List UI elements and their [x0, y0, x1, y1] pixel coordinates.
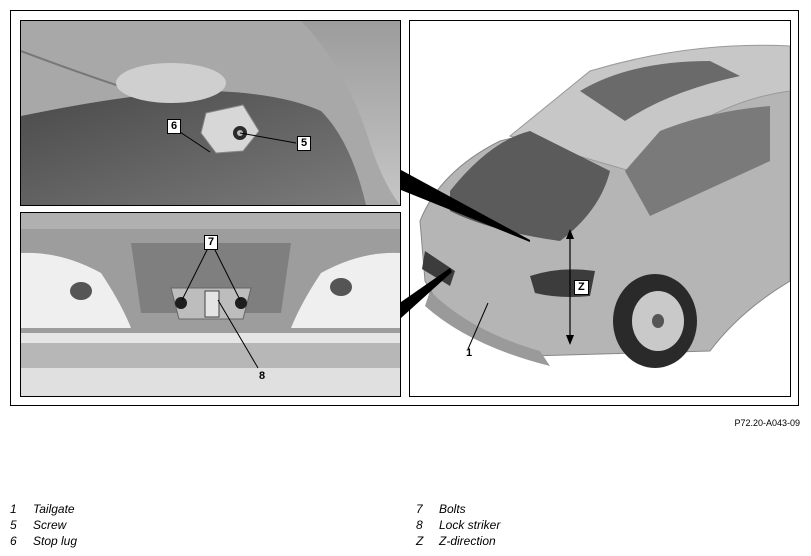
legend-text: Z-direction	[439, 534, 496, 548]
legend-item: 1 Tailgate	[10, 501, 77, 517]
callout-8: 8	[259, 370, 266, 382]
legend-number: 8	[416, 518, 423, 532]
vehicle-rear-illustration	[410, 21, 790, 396]
legend-number: 7	[416, 502, 423, 516]
legend-number: 1	[10, 502, 17, 516]
legend-text: Tailgate	[33, 502, 75, 516]
legend-text: Screw	[33, 518, 67, 532]
legend-item: 7 Bolts	[416, 501, 500, 517]
callout-6: 6	[167, 119, 182, 134]
stop-lug-illustration	[21, 21, 400, 205]
reference-code: P72.20-A043-09	[734, 418, 800, 428]
callout-5: 5	[297, 136, 312, 151]
legend-number: 5	[10, 518, 17, 532]
vehicle-overview-panel	[409, 20, 791, 397]
legend-number: 6	[10, 534, 17, 548]
legend-text: Stop lug	[33, 534, 78, 548]
lock-striker-illustration	[21, 213, 400, 396]
legend-item: Z Z-direction	[416, 533, 500, 549]
detail-panel-stop-lug	[20, 20, 401, 206]
callout-1: 1	[466, 347, 473, 359]
legend-text: Lock striker	[439, 518, 501, 532]
legend-right: 7 Bolts 8 Lock striker Z Z-direction	[416, 501, 500, 549]
callout-7: 7	[204, 235, 219, 250]
legend-item: 8 Lock striker	[416, 517, 500, 533]
legend-item: 5 Screw	[10, 517, 77, 533]
callout-z: Z	[574, 280, 589, 295]
legend-number: Z	[416, 534, 424, 548]
legend-item: 6 Stop lug	[10, 533, 77, 549]
legend-text: Bolts	[439, 502, 466, 516]
legend-left: 1 Tailgate 5 Screw 6 Stop lug	[10, 501, 77, 549]
detail-panel-lock-striker	[20, 212, 401, 397]
